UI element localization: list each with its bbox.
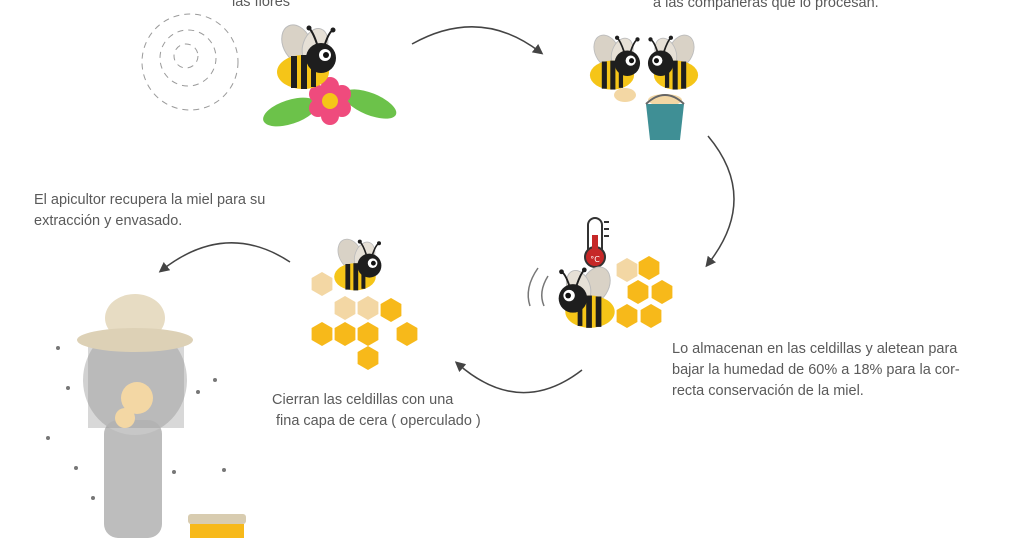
arrow-flowers-to-companions: [411, 26, 544, 55]
flower-icon: [263, 77, 397, 127]
caption-companions: a las compañeras que lo procesan.: [653, 0, 879, 11]
caption-storage-line-1: Lo almacenan en las celdillas y aletean …: [672, 341, 958, 357]
cycle-arrows: [158, 26, 735, 394]
caption-beekeeper-line-2: extracción y envasado.: [34, 213, 183, 229]
caption-beekeeper: El apicultor recupera la miel para su ex…: [34, 190, 265, 232]
arrow-companions-to-storage: [705, 135, 735, 268]
bee-icon: [332, 234, 383, 292]
bee-icon: [647, 30, 700, 91]
caption-flowers: las flores: [232, 0, 291, 10]
thermometer-icon: °C: [584, 217, 609, 268]
arrow-sealing-to-beekeeper: [158, 242, 291, 273]
caption-storage-line-3: recta conservación de la miel.: [672, 383, 864, 399]
caption-storage: Lo almacenan en las celdillas y aletean …: [672, 339, 960, 402]
fan-lines-decoration: [527, 267, 549, 307]
caption-sealing-line-1: Cierran las celdillas con una: [272, 392, 454, 408]
arrow-storage-to-sealing: [454, 361, 583, 394]
bee-icon: [557, 261, 617, 329]
honeycomb-icon: [616, 256, 673, 328]
caption-storage-line-2: bajar la humedad de 60% a 18% para la co…: [672, 362, 960, 378]
honey-jar-icon: [188, 514, 246, 538]
beekeeper-icon: [77, 294, 193, 538]
bee-icon: [588, 30, 641, 91]
dashed-swirl-decoration: [141, 13, 239, 111]
caption-sealing: Cierran las celdillas con una fina capa …: [272, 390, 481, 432]
thermometer-unit: °C: [590, 255, 600, 264]
caption-beekeeper-line-1: El apicultor recupera la miel para su: [34, 192, 266, 208]
small-bees-decoration: [46, 346, 226, 500]
bucket-icon: [614, 88, 685, 140]
caption-sealing-line-2: fina capa de cera ( operculado ): [272, 413, 481, 429]
